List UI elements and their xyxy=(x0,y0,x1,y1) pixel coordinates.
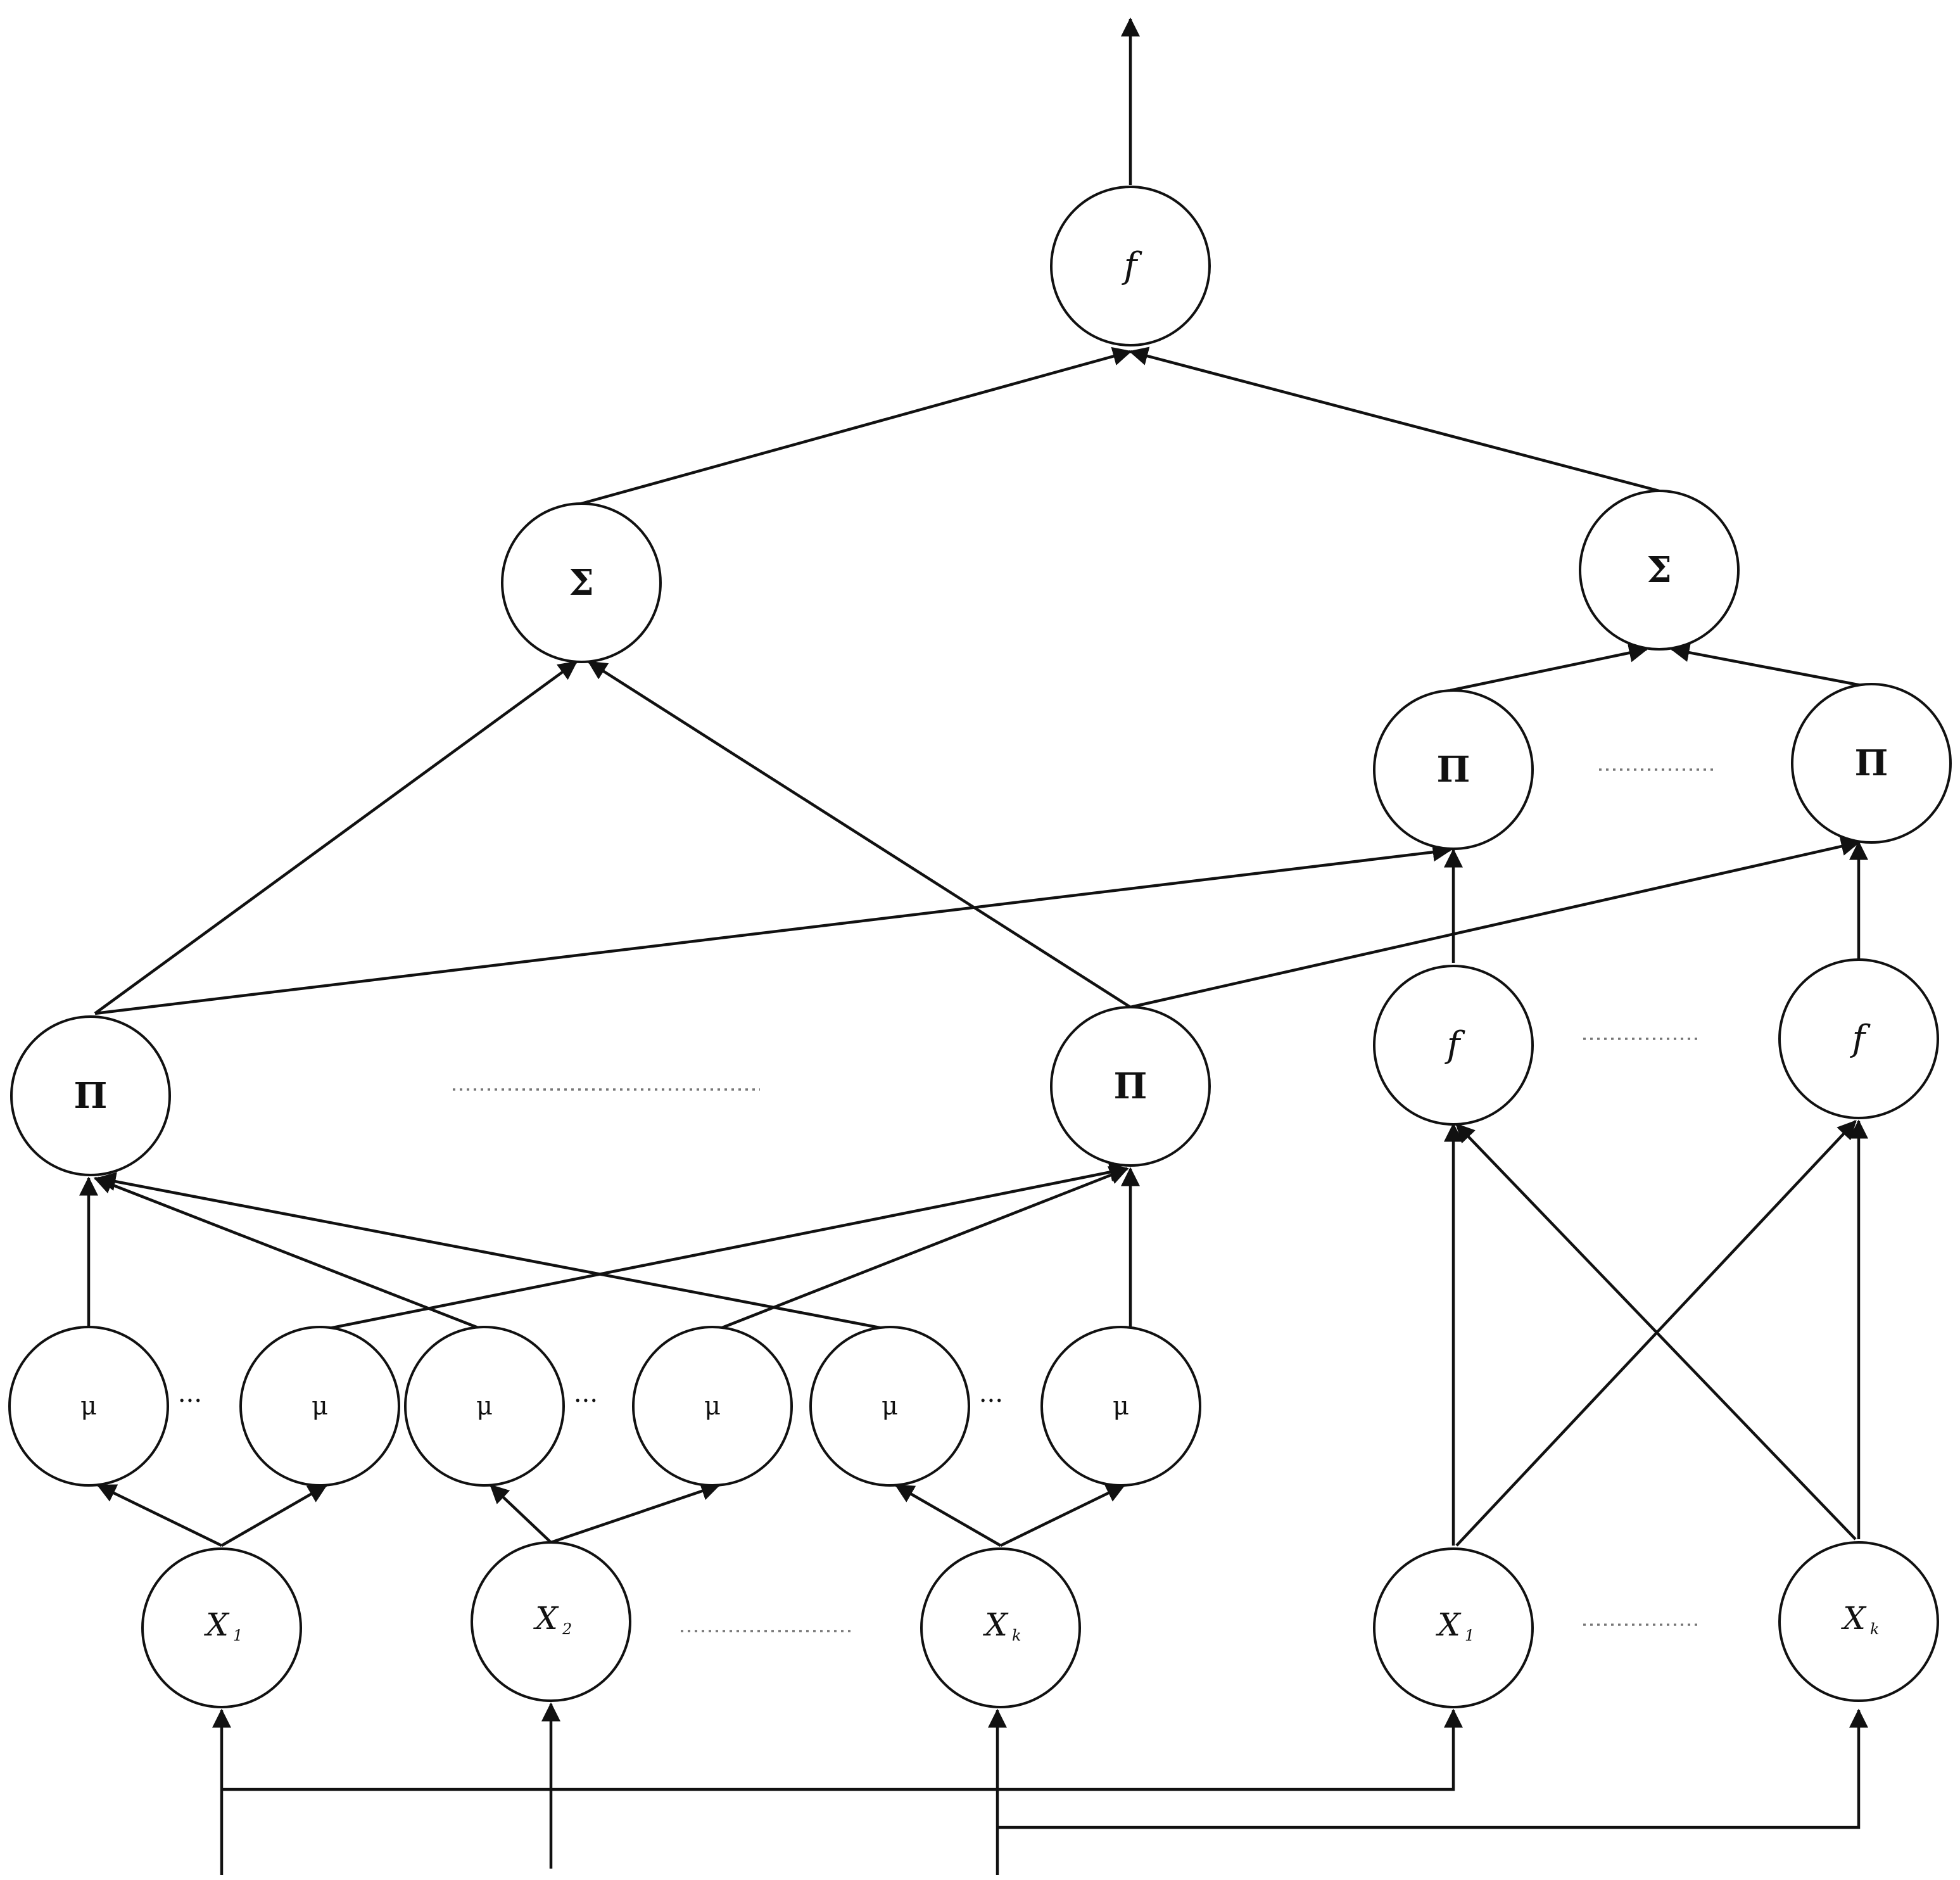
node-pi-right-2-label: Π xyxy=(1855,742,1888,784)
node-mu-5: μ xyxy=(809,1326,970,1487)
edge-pi-left-2-to-pi-right-2 xyxy=(1130,837,1861,1009)
node-f-right-2: f xyxy=(1778,958,1939,1119)
node-pi-right-1: Π xyxy=(1373,689,1534,850)
node-sum-right-label: Σ xyxy=(1647,549,1672,591)
node-x-right-k-sub: k xyxy=(1870,1620,1880,1638)
node-mu-5-label: μ xyxy=(882,1392,898,1421)
edge-xk-to-mu-5 xyxy=(894,1484,1002,1547)
node-pi-left-2: Π xyxy=(1050,1006,1211,1167)
edge-pi-right-2-to-sum xyxy=(1670,643,1872,689)
node-mu-3: μ xyxy=(404,1326,565,1487)
mu-ellipsis-b: ··· xyxy=(574,1387,598,1416)
node-x-right-1-label: X xyxy=(1435,1606,1462,1643)
edges xyxy=(79,17,1872,1875)
node-x-left-2: X 2 xyxy=(471,1541,631,1702)
node-mu-1-label: μ xyxy=(80,1392,97,1421)
input-branch-1 xyxy=(222,1708,1463,1791)
node-x-right-1: X 1 xyxy=(1373,1547,1534,1708)
edge-pi-left-1-to-sum xyxy=(94,661,578,1015)
edge-xk-to-mu-6 xyxy=(1000,1483,1126,1547)
node-mu-1: μ xyxy=(8,1326,169,1487)
node-output-f: f xyxy=(1050,186,1211,346)
node-mu-3-label: μ xyxy=(476,1392,493,1421)
edge-x1-to-mu-1 xyxy=(96,1483,222,1547)
edge-x1-to-mu-2 xyxy=(220,1484,328,1547)
edge-sum-right-to-f xyxy=(1129,346,1660,493)
node-pi-left-2-label: Π xyxy=(1114,1065,1148,1107)
node-x-left-1-sub: 1 xyxy=(233,1627,243,1644)
node-x-left-2-label: X xyxy=(533,1600,559,1637)
edge-mu-4-to-pi-left-2 xyxy=(715,1166,1129,1332)
node-pi-right-1-label: Π xyxy=(1437,749,1470,791)
node-x-left-k-sub: k xyxy=(1012,1627,1021,1644)
node-x-right-k: X k xyxy=(1778,1541,1939,1702)
mu-ellipsis-a: ··· xyxy=(178,1387,202,1416)
node-mu-4: μ xyxy=(632,1326,793,1487)
node-x-right-1-sub: 1 xyxy=(1465,1627,1474,1644)
edge-pi-left-1-to-pi-right-1 xyxy=(94,842,1452,1015)
mu-ellipsis-c: ··· xyxy=(979,1387,1003,1416)
node-sum-left: Σ xyxy=(501,502,662,663)
node-x-left-1-label: X xyxy=(203,1606,230,1643)
edge-mu-2-to-pi-left-2 xyxy=(319,1162,1129,1332)
edge-mu-5-to-pi-left-1 xyxy=(96,1172,894,1332)
edge-x2-to-mu-4 xyxy=(550,1482,721,1544)
dotted-ellipses xyxy=(453,768,1713,1632)
edge-x2-to-mu-3 xyxy=(490,1484,552,1544)
edge-sum-left-to-f xyxy=(581,346,1132,505)
node-pi-right-2: Π xyxy=(1791,683,1952,844)
node-mu-2-label: μ xyxy=(312,1392,328,1421)
node-x-left-2-sub: 2 xyxy=(562,1620,572,1638)
node-pi-left-1: Π xyxy=(10,1015,171,1176)
node-mu-6: μ xyxy=(1040,1326,1201,1487)
node-x-right-k-label: X xyxy=(1840,1600,1867,1637)
edge-mu-3-to-pi-left-1 xyxy=(93,1176,485,1332)
node-mu-2: μ xyxy=(239,1326,400,1487)
edge-pi-left-2-to-sum xyxy=(587,661,1132,1008)
input-branch-k xyxy=(997,1708,1868,1829)
node-sum-left-label: Σ xyxy=(569,562,594,604)
edge-xrk-to-f-right-1 xyxy=(1455,1123,1857,1540)
node-mu-4-label: μ xyxy=(704,1392,721,1421)
node-x-left-1: X 1 xyxy=(141,1547,302,1708)
node-mu-6-label: μ xyxy=(1113,1392,1129,1421)
node-pi-left-1-label: Π xyxy=(74,1075,108,1117)
node-x-left-k: X k xyxy=(920,1547,1081,1708)
node-sum-right: Σ xyxy=(1579,490,1740,651)
node-f-right-1: f xyxy=(1373,965,1534,1126)
node-x-left-k-label: X xyxy=(982,1606,1009,1643)
edge-pi-right-1-to-sum xyxy=(1450,643,1648,692)
